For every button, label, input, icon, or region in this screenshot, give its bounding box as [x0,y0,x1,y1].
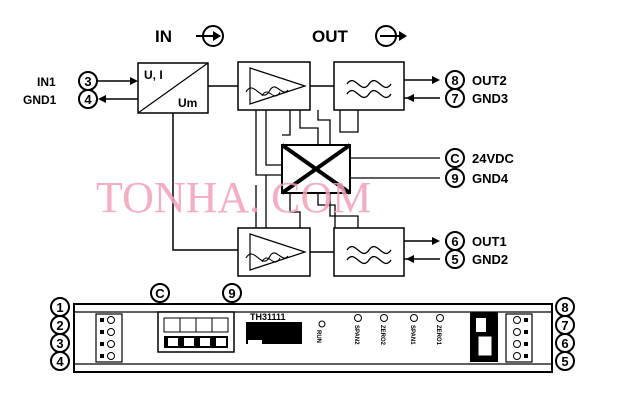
svg-text:5: 5 [561,354,568,369]
power-isolation-block [280,143,352,195]
svg-text:9: 9 [451,171,458,186]
svg-text:4: 4 [84,92,92,107]
terminal-9: 9 [445,168,465,188]
terminal-3: 3 [78,71,98,91]
zero1-pot-icon [436,314,444,322]
span1-pot-icon [410,314,418,322]
svg-text:3: 3 [84,74,91,89]
in-label: IN [155,27,172,46]
module-left-terminal-2: 2 [50,315,70,335]
svg-text:C: C [450,151,460,166]
terminal-8-label: OUT2 [472,73,507,88]
terminal-7: 7 [445,88,465,108]
svg-text:C: C [155,286,165,301]
svg-text:4: 4 [56,354,64,369]
module-left-terminal-4: 4 [50,351,70,371]
input-converter-block: U, I Um [137,62,209,114]
zero2-pot-icon [380,314,388,322]
terminal-6-label: OUT1 [472,234,507,249]
terminal-7-label: GND3 [472,91,508,106]
terminal-4: 4 [78,89,98,109]
upper-filter-block [333,61,405,111]
terminal-c: C [445,148,465,168]
module-left-terminal-3: 3 [50,333,70,353]
watermark-text: TONHA. COM [96,173,371,222]
led-label-zero2: ZERO2 [379,325,385,346]
module-model-label: TH31111 [250,312,286,322]
lower-filter-block [333,227,405,277]
out-label: OUT [312,27,349,46]
in-arrow-icon [196,25,224,47]
module-right-terminal-8: 8 [555,297,575,317]
run-led-icon [318,320,326,328]
svg-text:2: 2 [56,318,63,333]
module-right-terminal-6: 6 [555,333,575,353]
internal-wiring [255,110,440,228]
led-label-zero1: ZERO1 [435,325,441,346]
led-label-run: RUN [315,330,321,343]
terminal-5-label: GND2 [472,252,508,267]
module-top-c-terminal: C [150,283,170,303]
terminal-3-label: IN1 [37,75,56,89]
module-top-9-terminal: 9 [222,283,242,303]
converter-bottom-label: Um [178,96,197,110]
svg-text:6: 6 [451,234,458,249]
module-indicators [318,314,444,328]
led-label-span2: SPAN2 [353,325,359,345]
svg-text:7: 7 [561,318,568,333]
span2-pot-icon [354,314,362,322]
svg-text:3: 3 [56,336,63,351]
terminal-8: 8 [445,70,465,90]
module-left-terminal-1: 1 [50,297,70,317]
terminal-c-label: 24VDC [472,151,515,166]
svg-text:6: 6 [561,336,568,351]
terminal-4-label: GND1 [23,93,57,107]
svg-text:8: 8 [451,73,458,88]
terminal-6: 6 [445,231,465,251]
svg-text:5: 5 [451,252,458,267]
out-arrow-icon [375,25,407,47]
svg-text:7: 7 [451,91,458,106]
svg-text:9: 9 [228,286,235,301]
module-front-panel [73,303,553,373]
lower-amplifier-block [237,227,311,277]
module-right-terminal-7: 7 [555,315,575,335]
converter-top-label: U, I [144,68,163,82]
svg-text:8: 8 [561,300,568,315]
module-right-terminal-5: 5 [555,351,575,371]
terminal-9-label: GND4 [472,171,509,186]
led-label-span1: SPAN1 [409,325,415,345]
svg-text:1: 1 [56,300,63,315]
upper-amplifier-block [237,61,311,111]
terminal-5: 5 [445,249,465,269]
